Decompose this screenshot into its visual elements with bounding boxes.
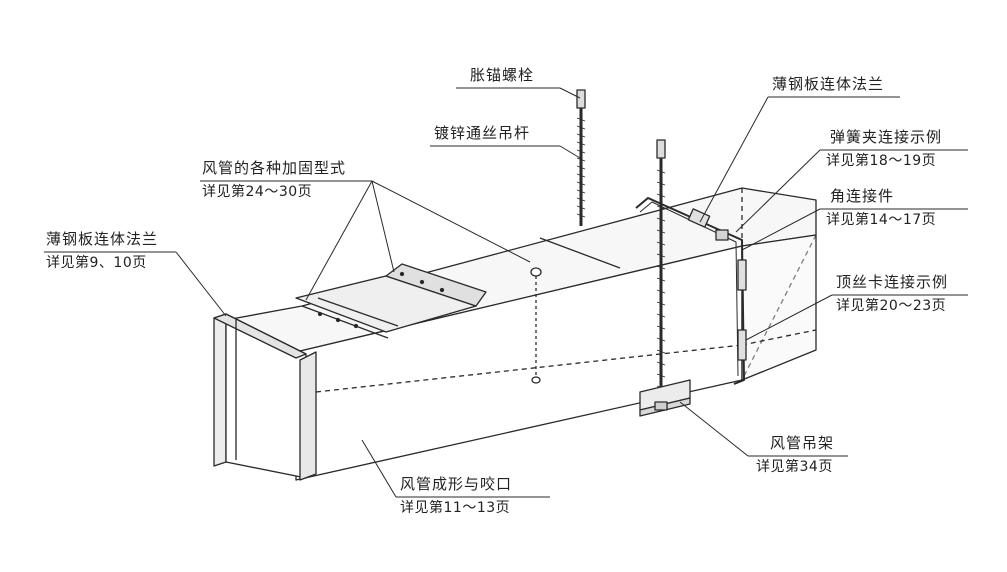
top-clip-ref: 详见第20～23页 bbox=[836, 298, 947, 314]
anchor-bolt-and-rod bbox=[576, 89, 666, 410]
left-end-flange bbox=[213, 313, 317, 481]
seam-ref: 详见第11～13页 bbox=[400, 500, 511, 516]
hanger-ref: 详见第34页 bbox=[756, 459, 833, 475]
internal-tie-rod bbox=[530, 267, 542, 384]
left-flange-label: 薄钢板连体法兰 bbox=[46, 230, 159, 248]
corner-piece-label: 角连接件 bbox=[830, 187, 895, 205]
spring-clip-label: 弹簧夹连接示例 bbox=[830, 128, 943, 146]
corner-piece-ref: 详见第14～17页 bbox=[826, 212, 937, 228]
seam-label: 风管成形与咬口 bbox=[400, 475, 513, 493]
top-clip-label: 顶丝卡连接示例 bbox=[836, 273, 949, 291]
hanger-label: 风管吊架 bbox=[770, 434, 835, 452]
leader-lines bbox=[44, 87, 968, 498]
top-flange-label: 薄钢板连体法兰 bbox=[772, 75, 885, 93]
stiffeners-ref: 详见第24～30页 bbox=[202, 184, 313, 200]
threaded-rod-label: 镀锌通丝吊杆 bbox=[434, 124, 531, 142]
spring-clip-ref: 详见第18～19页 bbox=[826, 153, 937, 169]
hanger-bracket bbox=[639, 379, 691, 417]
right-flange-frame bbox=[635, 197, 747, 385]
left-flange-ref: 详见第9、10页 bbox=[46, 255, 147, 271]
stiffeners-label: 风管的各种加固型式 bbox=[202, 159, 347, 177]
stiffener-ribs bbox=[295, 237, 621, 339]
anchor-bolt-label: 胀锚螺栓 bbox=[470, 66, 535, 84]
